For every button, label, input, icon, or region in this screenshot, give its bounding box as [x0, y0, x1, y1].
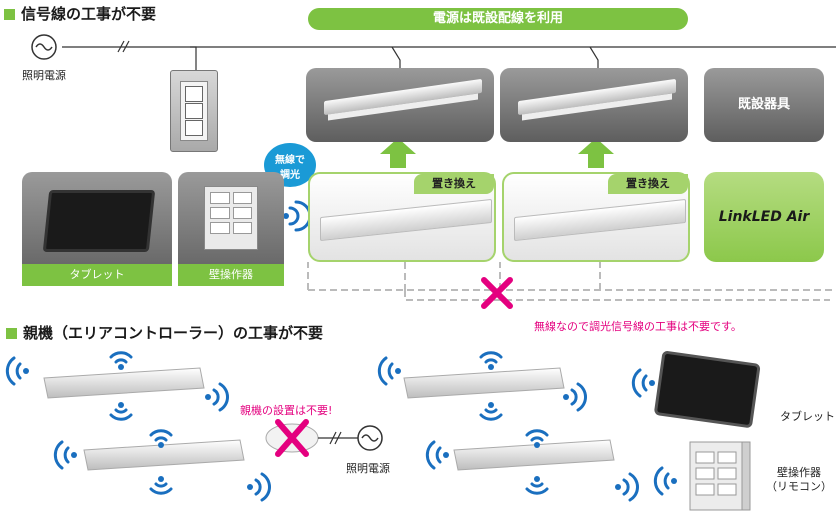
- existing-fixture-2: [500, 68, 688, 142]
- new-fixture-2: 置き換え: [502, 172, 690, 262]
- banner: 電源は既設配線を利用: [308, 8, 688, 30]
- brand-box: LinkLED Air: [704, 172, 824, 262]
- existing-label: 既設器具: [737, 97, 790, 112]
- existing-fixture-legend: 既設器具: [704, 68, 824, 142]
- wireless-bubble: 無線で 調光: [264, 143, 316, 187]
- existing-fixture-1: [306, 68, 494, 142]
- section2-title: 親機（エリアコントローラー）の工事が不要: [6, 322, 323, 343]
- replace-tag-1: 置き換え: [414, 174, 494, 194]
- replace-tag-2: 置き換え: [608, 174, 688, 194]
- wall-switch[interactable]: [170, 70, 218, 152]
- section1-title: 信号線の工事が不要: [4, 3, 156, 24]
- wall-controller-label: 壁操作器: [178, 264, 284, 286]
- green-square-icon: [4, 9, 15, 20]
- power-label-2: 照明電源: [346, 462, 390, 475]
- note-text: 無線なので調光信号線の工事は不要です。: [534, 320, 742, 333]
- new-fixture-1: 置き換え: [308, 172, 496, 262]
- no-parent-label: 親機の設置は不要!: [240, 404, 333, 417]
- tablet-label-2: タブレット: [780, 410, 835, 423]
- tablet-label: タブレット: [22, 264, 172, 286]
- green-square-icon: [6, 328, 17, 339]
- power-label: 照明電源: [22, 69, 66, 82]
- brand-logo: LinkLED Air: [718, 209, 810, 225]
- wall-label-2: 壁操作器 （リモコン）: [766, 466, 832, 493]
